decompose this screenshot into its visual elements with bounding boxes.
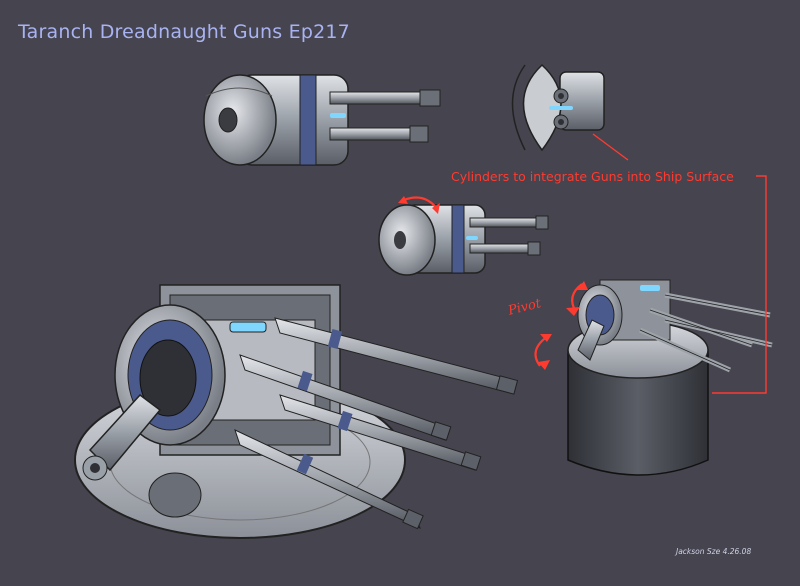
callout-leader-lines [592, 133, 767, 394]
page-title: Taranch Dreadnaught Guns Ep217 [18, 21, 350, 43]
side-view-pod [511, 63, 605, 152]
cylinder-turret [567, 279, 773, 476]
pivot-arrow-icon [534, 281, 588, 370]
turret-barrels [234, 317, 519, 530]
middle-gun-module [378, 204, 549, 276]
large-turret [74, 284, 519, 539]
top-gun-module [203, 74, 441, 166]
artist-signature: Jackson Sze 4.26.08 [676, 547, 752, 556]
callout-label: Cylinders to integrate Guns into Ship Su… [451, 169, 734, 184]
